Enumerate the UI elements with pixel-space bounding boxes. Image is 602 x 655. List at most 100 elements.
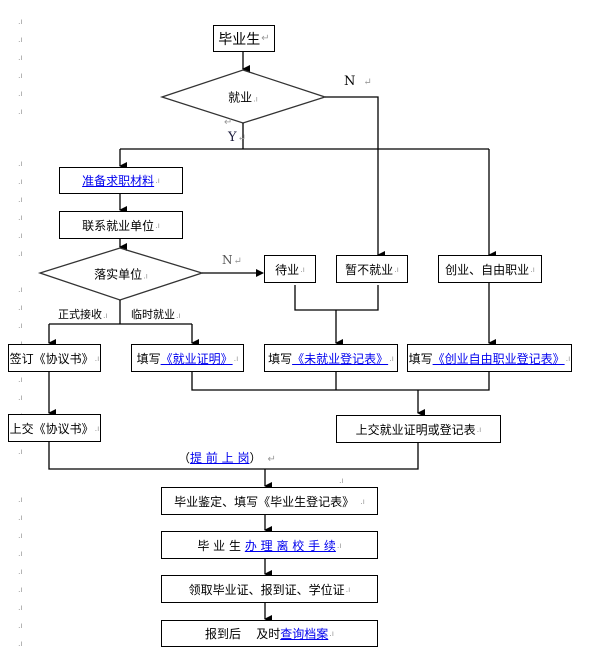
waiting-text: 待业: [275, 262, 300, 277]
collect-certificates-text: 领取毕业证、报到证、学位证: [188, 582, 345, 597]
paragraph-mark: .ı: [18, 603, 23, 612]
employed-no-text: N: [344, 74, 356, 89]
cell-mark: .ı: [345, 584, 351, 594]
prepare-materials-node: 准备求职材料.ı: [59, 167, 183, 194]
paragraph-mark: .ı: [18, 35, 23, 44]
cell-mark: .ı: [155, 176, 160, 185]
paren-open: （: [178, 451, 191, 465]
paragraph-mark: .ı: [18, 621, 23, 630]
paragraph-mark: ↵: [363, 77, 372, 88]
temporary-job-text: 临时就业: [131, 308, 175, 321]
edge-waiting-join: [294, 285, 379, 311]
self-employed-node: 创业、自由职业.ı: [438, 255, 542, 283]
paragraph-mark: .ı: [18, 249, 23, 258]
prepare-materials-link[interactable]: 准备求职材料: [82, 174, 155, 188]
submit-certificate-node: 上交就业证明或登记表.ı: [336, 415, 501, 443]
graduation-appraisal-node: 毕业鉴定、填写《毕业生登记表》 .ı: [161, 487, 378, 515]
paragraph-mark: .ı: [18, 177, 23, 186]
cell-mark: .ı: [300, 264, 305, 274]
fill-self-employment-form-node: 填写《创业自由职业登记表》.ı: [407, 344, 572, 372]
paren-close: ）: [249, 451, 262, 465]
paragraph-mark: .ı: [18, 375, 23, 384]
waiting-node: 待业.ı: [264, 255, 316, 283]
formal-hire-label: 正式接收.ı: [58, 306, 108, 322]
cell-mark: .ı: [336, 540, 342, 550]
employed-yes-label: Y↵: [228, 130, 246, 145]
cell-mark: .ı: [94, 423, 100, 433]
employed-decision-label: 就业.ı: [228, 89, 258, 106]
submit-certificate-text: 上交就业证明或登记表: [355, 422, 476, 437]
cell-mark: .ı: [389, 353, 394, 363]
query-archive-link[interactable]: 查询档案: [280, 627, 329, 641]
paragraph-mark: .ı: [18, 17, 23, 26]
cell-mark: .ı: [253, 94, 258, 104]
paragraph-mark: ↵: [233, 256, 242, 267]
cell-mark: .ı: [360, 496, 365, 506]
cell-mark: .ı: [143, 271, 148, 281]
unemployment-form-link[interactable]: 《未就业登记表》: [292, 351, 389, 366]
paragraph-mark: .ı: [18, 213, 23, 222]
secure-no-text: N: [222, 253, 233, 267]
paragraph-mark: .ı: [18, 495, 23, 504]
paragraph-mark: .ı: [18, 531, 23, 540]
edge-employed-no: [325, 96, 379, 149]
paragraph-mark: ↵: [224, 117, 233, 128]
paragraph-mark: .ı: [18, 71, 23, 80]
paragraph-mark: .ı: [18, 340, 23, 348]
cell-mark: .ı: [565, 353, 571, 363]
secure-decision-text: 落实单位: [94, 267, 143, 282]
paragraph-mark: ↵: [237, 133, 246, 144]
paragraph-mark: .ı: [18, 585, 23, 594]
submit-agreement-node: 上交《协议书》.ı: [8, 414, 101, 442]
report-prefix-text: 报到后 及时: [204, 627, 281, 641]
paragraph-mark: .ı: [18, 321, 23, 330]
self-employment-form-link[interactable]: 《创业自由职业登记表》: [432, 351, 565, 366]
employed-yes-text: Y: [228, 130, 237, 145]
leaving-prefix-text: 毕 业 生: [197, 538, 241, 553]
cell-mark: .ı: [530, 264, 535, 274]
cell-mark: .ı: [329, 629, 335, 638]
secure-decision-label: 落实单位.ı: [94, 266, 148, 283]
cell-mark: .ı: [176, 311, 181, 320]
cell-mark: .ı: [233, 353, 239, 363]
cell-mark: .ı: [476, 424, 482, 434]
query-archive-node: 报到后 及时查询档案.ı: [161, 620, 378, 647]
edge-forms-join: [191, 372, 490, 391]
paragraph-mark: .ı: [18, 231, 23, 240]
cell-mark: .ı: [339, 476, 344, 485]
edge-submissions-join: [48, 441, 419, 470]
self-employed-text: 创业、自由职业: [445, 262, 530, 277]
graduate-node: 毕业生↵: [213, 25, 275, 52]
paragraph-mark: .ı: [18, 159, 23, 168]
fill-unemployment-form-node: 填写《未就业登记表》.ı: [264, 344, 398, 372]
early-start-link[interactable]: 提 前 上 岗: [190, 451, 250, 465]
paragraph-mark: .ı: [18, 393, 23, 402]
employed-decision-text: 就业: [228, 90, 253, 105]
employed-no-label: N↵: [344, 74, 372, 89]
early-start-label: （提 前 上 岗） ↵: [178, 449, 276, 466]
paragraph-mark: .ı: [18, 549, 23, 558]
paragraph-mark: ↵: [267, 454, 276, 465]
paragraph-mark: .ı: [18, 53, 23, 62]
submit-agreement-text: 上交《协议书》: [9, 421, 94, 436]
paragraph-mark: .ı: [18, 195, 23, 204]
graduation-appraisal-text: 毕业鉴定、填写《毕业生登记表》: [174, 494, 355, 509]
cell-mark: .ı: [94, 353, 100, 363]
fill-text: 填写: [408, 351, 433, 366]
leaving-procedures-link[interactable]: 办 理 离 校 手 续: [244, 538, 336, 553]
employment-certificate-link[interactable]: 《就业证明》: [160, 351, 233, 366]
collect-certificates-node: 领取毕业证、报到证、学位证.ı: [161, 575, 378, 603]
paragraph-mark: .ı: [18, 513, 23, 522]
cell-mark: .ı: [155, 220, 160, 230]
contact-employer-text: 联系就业单位: [82, 218, 155, 233]
secure-no-label: N↵: [222, 253, 242, 267]
fill-text: 填写: [136, 351, 161, 366]
paragraph-mark: .ı: [18, 447, 23, 456]
formal-hire-text: 正式接收: [58, 308, 102, 321]
paragraph-mark: .ı: [18, 567, 23, 576]
temporary-job-label: 临时就业.ı: [131, 306, 181, 322]
not-employed-yet-text: 暂不就业: [345, 262, 394, 277]
paragraph-mark: .ı: [18, 107, 23, 116]
fill-text: 填写: [268, 351, 293, 366]
